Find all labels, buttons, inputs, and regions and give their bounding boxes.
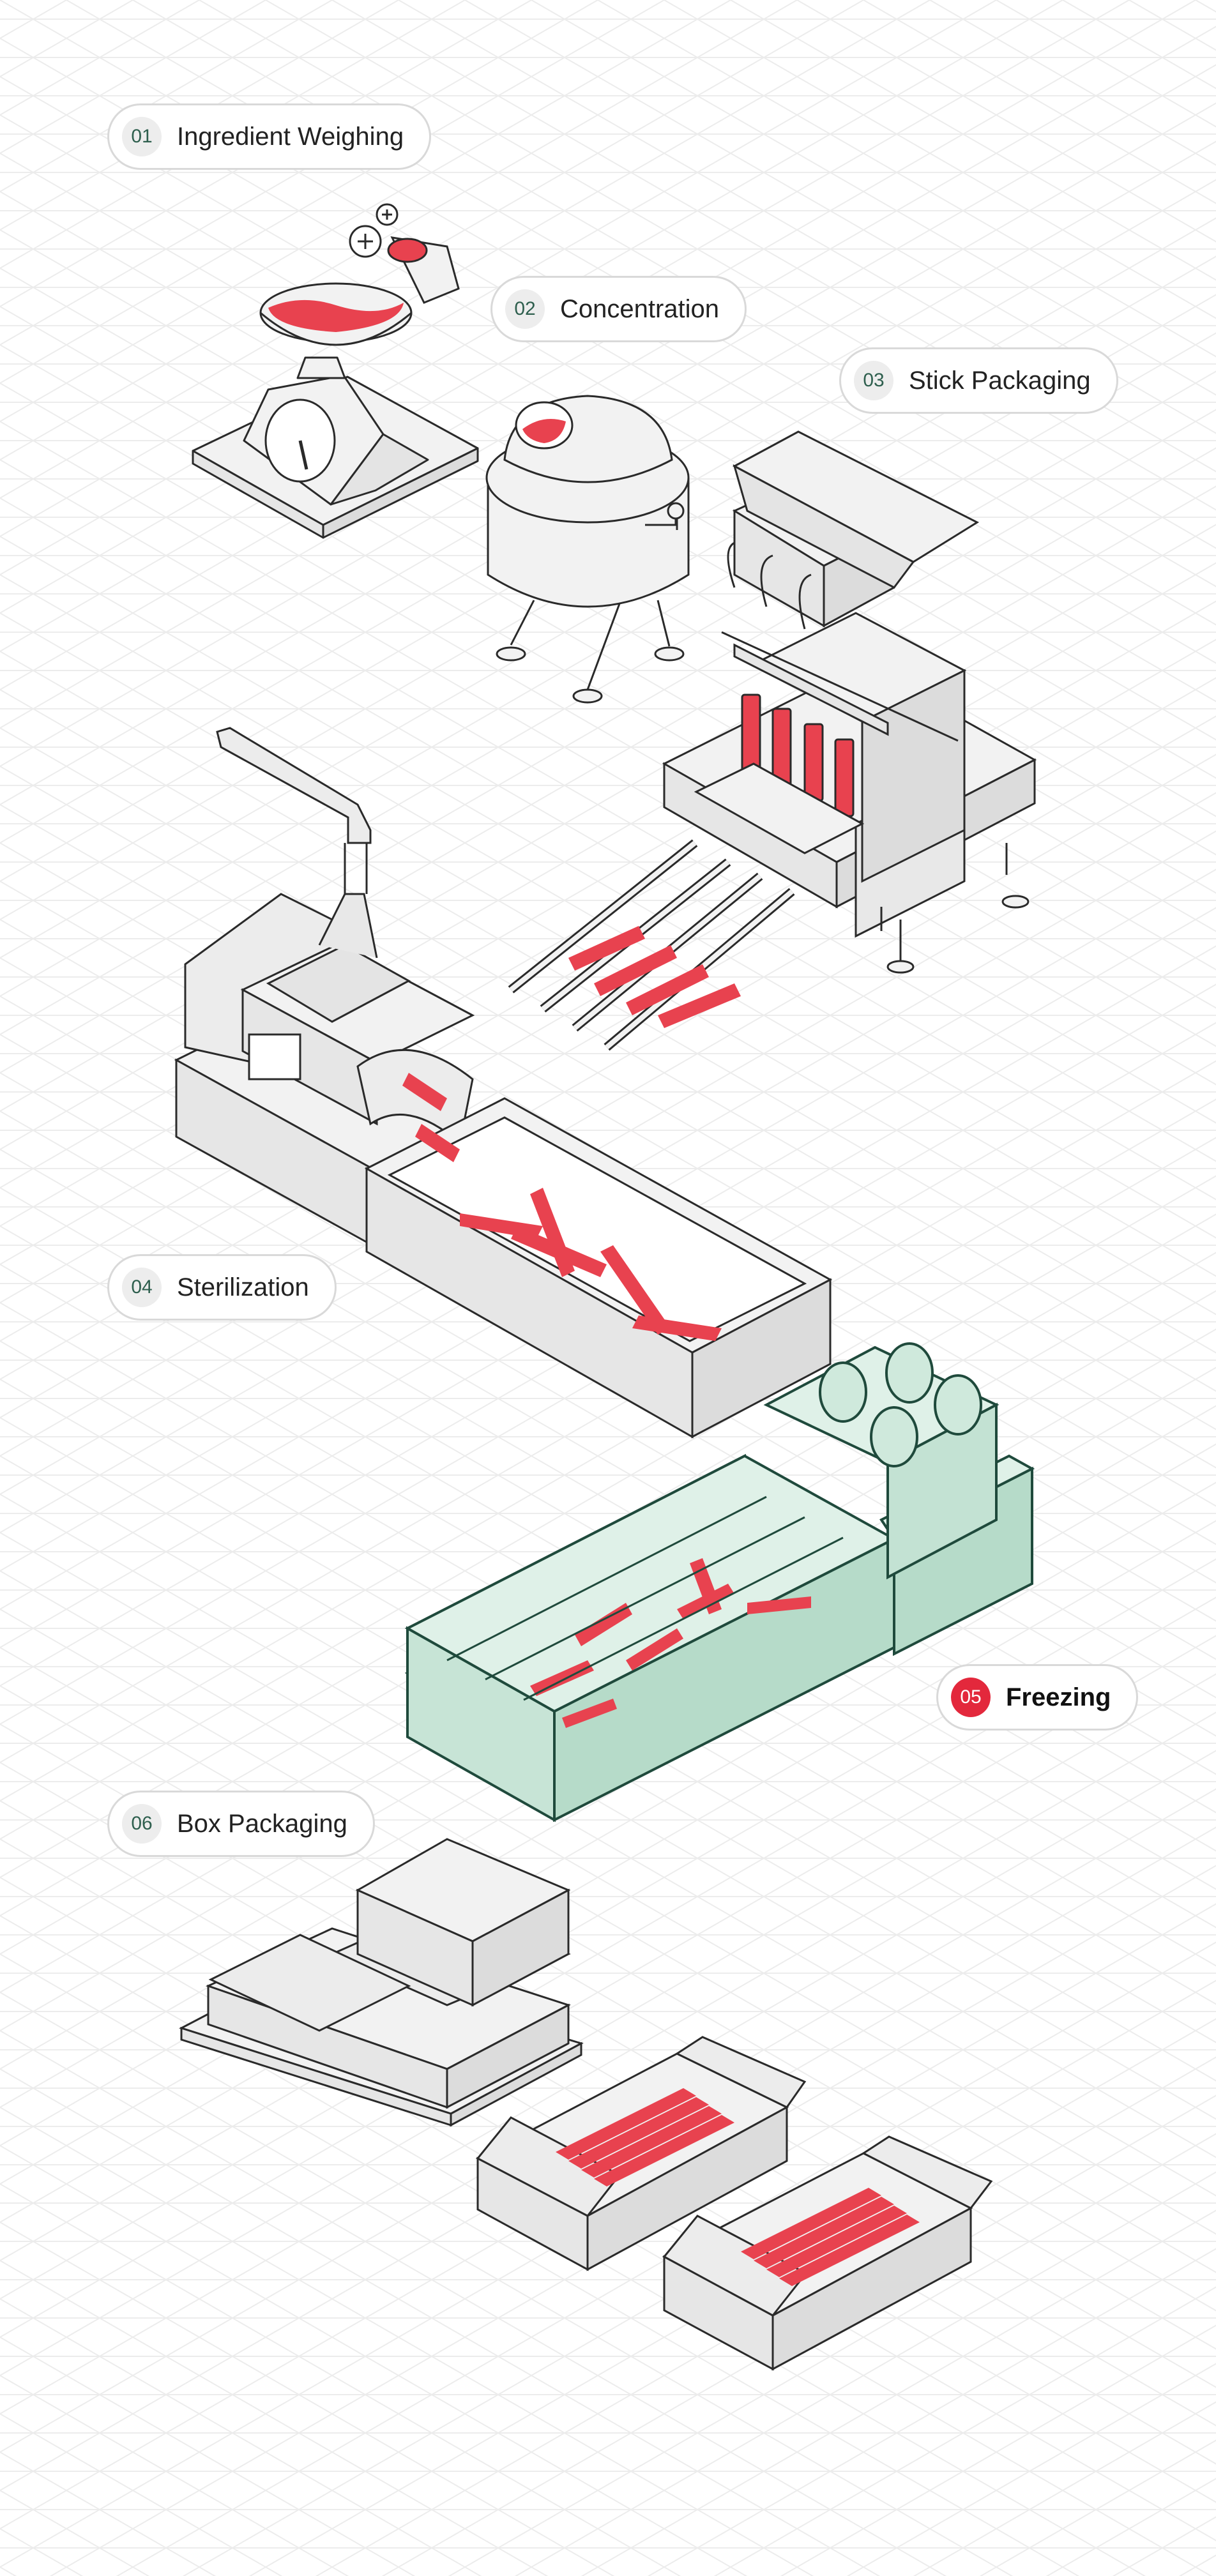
sterilization-machine (174, 727, 833, 1439)
concentration-tank (485, 395, 690, 704)
step-01-number: 01 (122, 117, 162, 156)
step-02-label: 02 Concentration (490, 276, 747, 342)
step-01-title: Ingredient Weighing (177, 122, 404, 151)
step-03-title: Stick Packaging (909, 366, 1091, 395)
step-02-number: 02 (505, 289, 545, 329)
open-box-2 (662, 2135, 993, 2371)
weighing-scale (192, 282, 479, 539)
stick-packaging-machine (508, 430, 1037, 1051)
step-04-number: 04 (122, 1268, 162, 1307)
step-05-label: 05 Freezing (936, 1664, 1139, 1731)
step-06-title: Box Packaging (177, 1809, 347, 1838)
open-box-1 (475, 2036, 807, 2271)
box-pallet (179, 1838, 584, 2127)
step-04-label: 04 Sterilization (107, 1254, 337, 1321)
step-05-title: Freezing (1006, 1683, 1111, 1711)
freezing-tank (404, 1342, 1035, 1822)
step-05-number: 05 (951, 1678, 991, 1717)
step-06-label: 06 Box Packaging (107, 1791, 375, 1857)
step-02-title: Concentration (560, 294, 720, 323)
step-01-label: 01 Ingredient Weighing (107, 103, 432, 170)
pouring-cup (349, 203, 460, 304)
step-03-number: 03 (854, 361, 893, 400)
step-06-number: 06 (122, 1804, 162, 1844)
step-04-title: Sterilization (177, 1273, 309, 1301)
step-03-label: 03 Stick Packaging (839, 347, 1118, 414)
